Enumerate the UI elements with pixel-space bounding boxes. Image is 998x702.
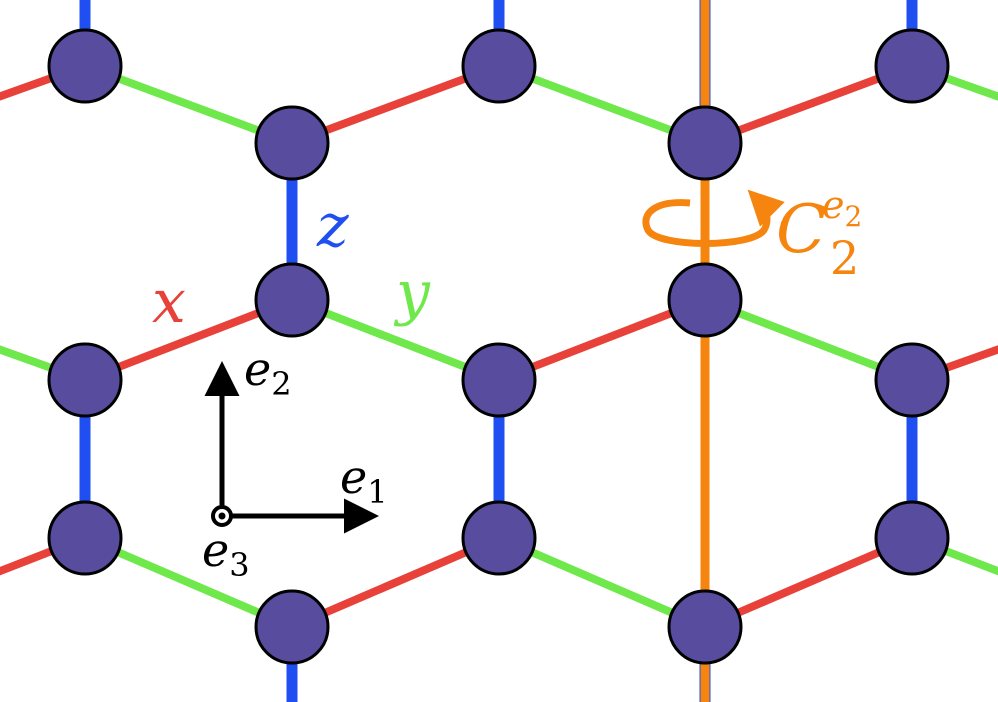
lattice-site-icon xyxy=(47,500,123,576)
lattice-site-icon xyxy=(461,500,537,576)
lattice-site-icon xyxy=(461,342,537,418)
lattice-site-icon xyxy=(874,342,950,418)
c2-rotation-subscript: 2 xyxy=(830,231,859,285)
lattice-site-icon xyxy=(667,589,743,665)
lattice-site-icon xyxy=(461,28,537,104)
lattice-site-icon xyxy=(47,342,123,418)
rotation-arrow-icon xyxy=(642,189,785,247)
c2-rotation-label: C xyxy=(776,191,827,268)
e3-label: e3 xyxy=(202,523,250,584)
lattice-site-icon xyxy=(47,28,123,104)
y-bond-label: y xyxy=(393,258,431,328)
z-bond-label: z xyxy=(316,191,349,261)
lattice-site-icon xyxy=(254,589,330,665)
lattice-site-icon xyxy=(254,262,330,338)
x-bond xyxy=(703,534,914,631)
coordinate-frame: e1 e2 e3 xyxy=(202,342,388,584)
lattice-site-icon xyxy=(667,262,743,338)
x-bond-label: x xyxy=(152,267,186,337)
c2-rotation-superscript: e2 xyxy=(822,183,862,233)
x-bond xyxy=(290,534,501,631)
lattice-site-icon xyxy=(874,28,950,104)
out-of-plane-dot-center xyxy=(218,512,226,520)
e1-label: e1 xyxy=(340,450,388,511)
lattice-site-icon xyxy=(254,105,330,181)
lattice-site-icon xyxy=(667,105,743,181)
y-bond xyxy=(83,534,294,631)
lattice-site-icon xyxy=(874,500,950,576)
e2-label: e2 xyxy=(244,342,292,403)
sites-layer xyxy=(47,28,950,665)
